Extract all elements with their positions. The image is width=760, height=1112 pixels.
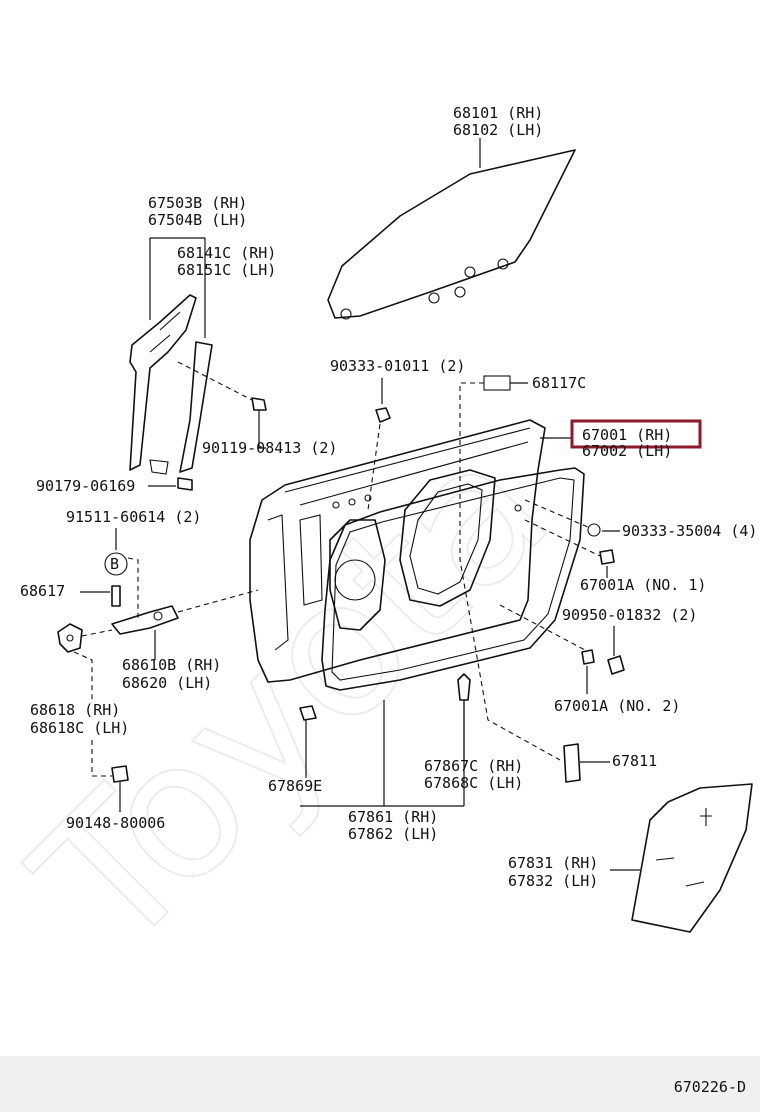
callout-bolt-left: 90179-06169 xyxy=(36,477,135,495)
callout-glass-rh: 68101 (RH) xyxy=(453,104,543,122)
callout-check-rh: 68610B (RH) xyxy=(122,656,221,674)
callout-plug-2: 90950-01832 (2) xyxy=(562,606,697,624)
b-marker-label: B xyxy=(110,555,119,573)
callout-run-rh: 68141C (RH) xyxy=(177,244,276,262)
door-panel xyxy=(249,419,546,683)
rear-channel xyxy=(129,294,213,475)
footer-bar xyxy=(0,1056,760,1112)
service-hole-cover xyxy=(631,783,753,933)
callout-pin: 68617 xyxy=(20,582,65,600)
b-marker xyxy=(104,552,128,576)
callout-check-lh: 68620 (LH) xyxy=(122,674,212,692)
door-check xyxy=(111,605,179,635)
callout-pad: 67811 xyxy=(612,752,657,770)
exploded-door-diagram: Toyota 68101 (RH) 68102 (LH) 67503B (RH)… xyxy=(0,104,757,994)
callout-plug-right: 90333-35004 (4) xyxy=(622,522,757,540)
callout-glass-lh: 68102 (LH) xyxy=(453,121,543,139)
callout-clip-67869e: 67869E xyxy=(268,777,322,795)
callout-door-rh: 67001 (RH) xyxy=(582,426,672,444)
callout-run-lh: 68151C (LH) xyxy=(177,261,276,279)
callout-channel-lh: 67504B (LH) xyxy=(148,211,247,229)
figure-code: 670226-D xyxy=(673,1078,746,1096)
highlight-frame xyxy=(570,419,702,449)
door-glass xyxy=(327,149,576,320)
callout-door-lh: 67002 (LH) xyxy=(582,442,672,460)
callout-bolt-top: 90119-08413 (2) xyxy=(202,439,337,457)
callout-weather-rh: 67861 (RH) xyxy=(348,808,438,826)
callout-hinge-rh: 68618 (RH) xyxy=(30,701,120,719)
callout-clip-lh: 67868C (LH) xyxy=(424,774,523,792)
callout-channel-rh: 67503B (RH) xyxy=(148,194,247,212)
callout-clip-no1: 67001A (NO. 1) xyxy=(580,576,706,594)
callout-plug-top: 90333-01011 (2) xyxy=(330,357,465,375)
door-hinge xyxy=(57,623,83,653)
callout-clip-rh: 67867C (RH) xyxy=(424,757,523,775)
callout-cover-lh: 67832 (LH) xyxy=(508,872,598,890)
callout-68117c: 68117C xyxy=(532,374,586,392)
callout-clip-no2: 67001A (NO. 2) xyxy=(554,697,680,715)
weatherstrip xyxy=(321,467,585,691)
callout-hinge-lh: 68618C (LH) xyxy=(30,719,129,737)
callout-bolt-bottom: 90148-80006 xyxy=(66,814,165,832)
callout-weather-lh: 67862 (LH) xyxy=(348,825,438,843)
callout-bolt-b: 91511-60614 (2) xyxy=(66,508,201,526)
callout-cover-rh: 67831 (RH) xyxy=(508,854,598,872)
